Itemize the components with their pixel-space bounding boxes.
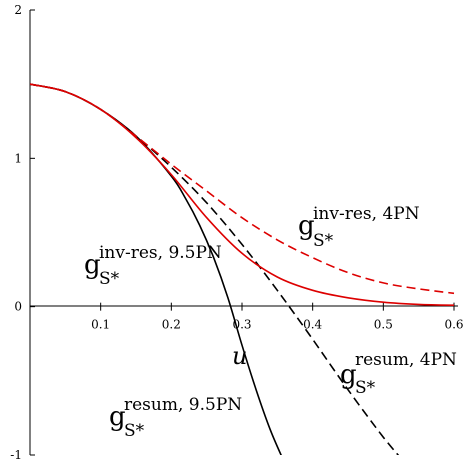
label-invres-9-5pn: g inv-res, 9.5PN S* <box>84 243 222 289</box>
label-invres-9-5pn-sup: inv-res, 9.5PN <box>99 243 222 263</box>
x-axis-label: u <box>232 342 247 370</box>
x-tick-label: 0.5 <box>374 318 393 332</box>
label-invres-4pn-sub: S* <box>313 231 334 251</box>
y-tick-label: 0 <box>14 300 22 314</box>
x-tick-label: 0.6 <box>444 318 463 332</box>
label-invres-4pn: g inv-res, 4PN S* <box>298 204 420 251</box>
data-series <box>30 83 455 455</box>
label-invres-9-5pn-sub: S* <box>99 269 120 289</box>
label-resum-9-5pn-sub: S* <box>124 421 145 441</box>
label-resum-4pn-base: g <box>340 360 357 390</box>
label-invres-4pn-sup: inv-res, 4PN <box>313 204 420 224</box>
label-invres-9-5pn-base: g <box>84 250 101 280</box>
label-resum-4pn-sup: resum, 4PN <box>355 350 457 370</box>
y-tick-label: 1 <box>14 151 22 165</box>
label-invres-4pn-base: g <box>298 211 315 241</box>
series-line-invres-4pn <box>30 83 455 295</box>
x-tick-label: 0.1 <box>91 318 110 332</box>
label-resum-9-5pn-base: g <box>109 402 126 432</box>
y-tick-label: 2 <box>14 3 22 17</box>
x-tick-label: 0.2 <box>162 318 181 332</box>
x-tick-label: 0.4 <box>303 318 322 332</box>
label-resum-4pn: g resum, 4PN S* <box>340 350 457 398</box>
y-tick-label: -1 <box>10 448 22 459</box>
label-resum-4pn-sub: S* <box>355 378 376 398</box>
label-resum-9-5pn-sup: resum, 9.5PN <box>124 395 242 415</box>
label-resum-9-5pn: g resum, 9.5PN S* <box>109 395 242 441</box>
